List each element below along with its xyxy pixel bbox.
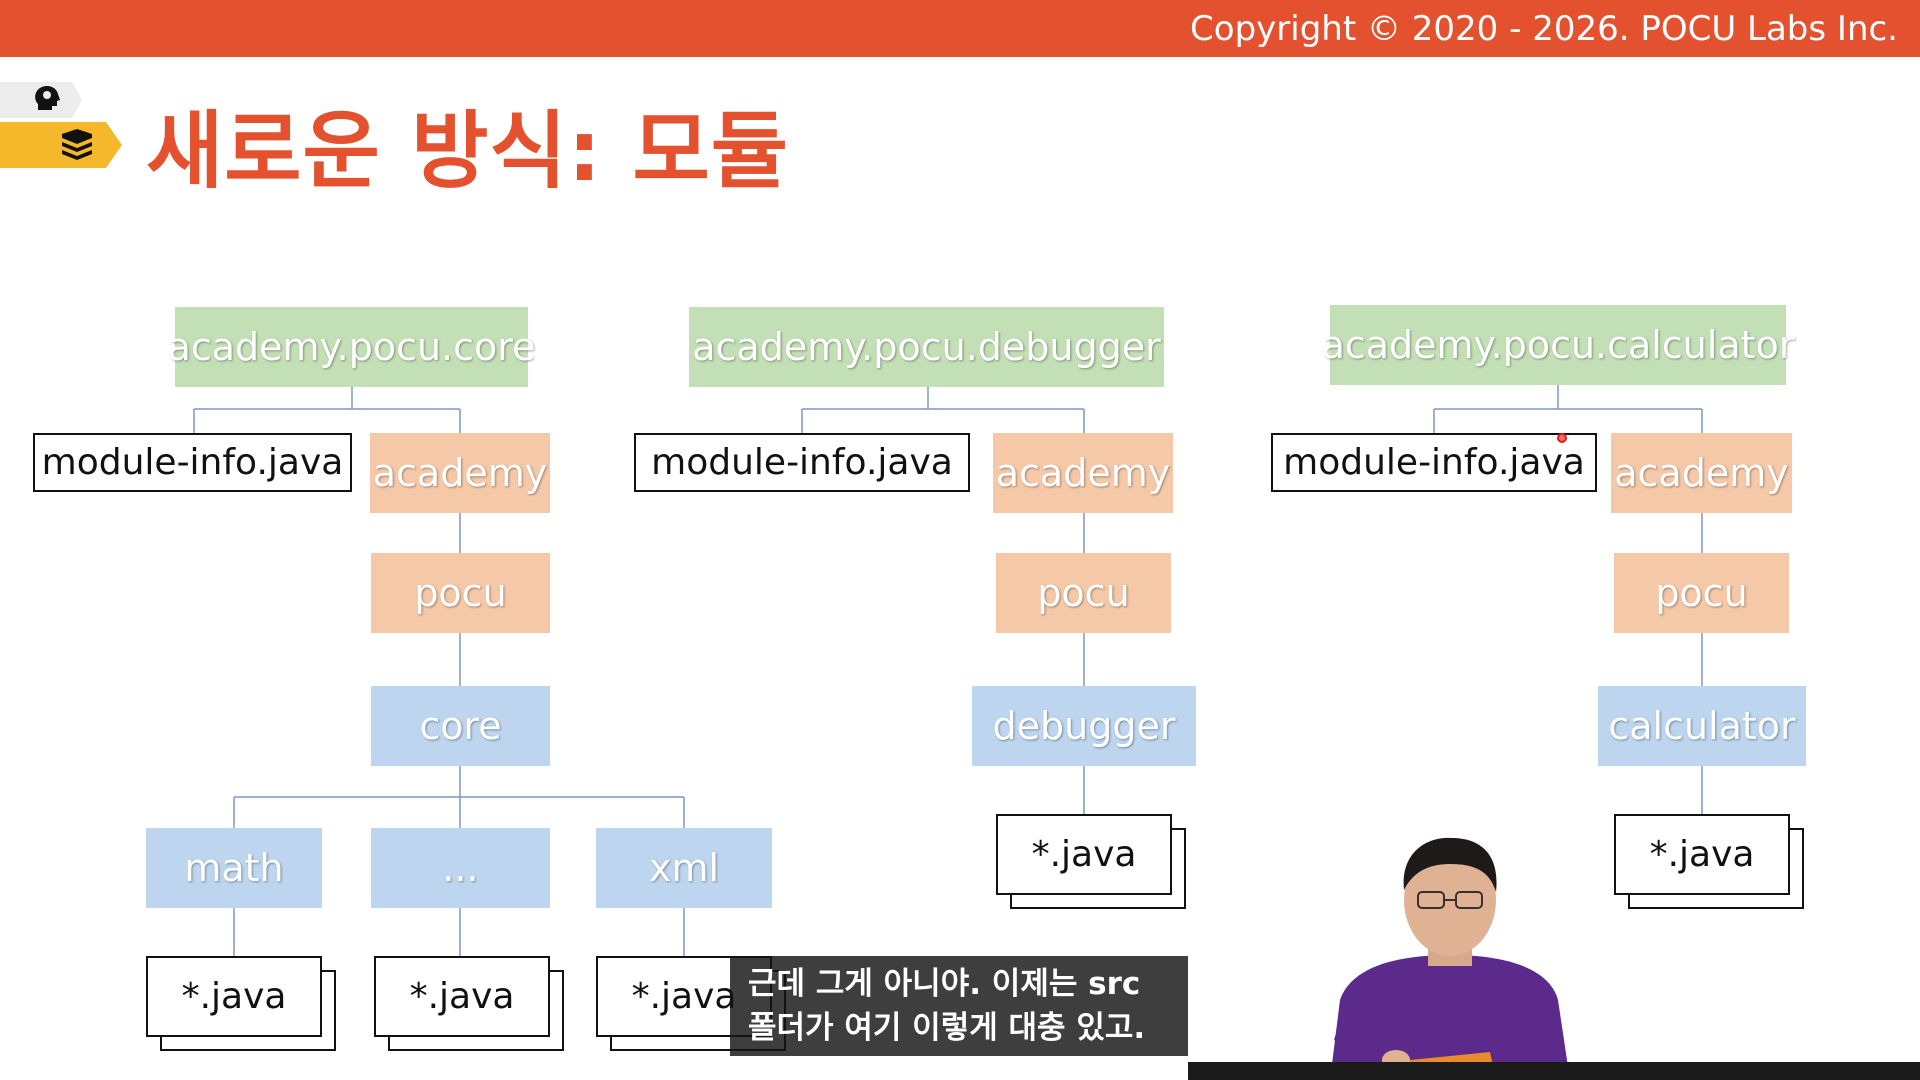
video-subtitle: 근데 그게 아니야. 이제는 src 폴더가 여기 이렇게 대충 있고. [730,956,1188,1056]
module-info-debugger: module-info.java [634,433,970,492]
subtitle-line-1: 근데 그게 아니야. 이제는 src [748,966,1141,1002]
java-files-calculator: *.java [1614,814,1790,895]
slide-title: 새로운 방식: 모듈 [146,102,790,200]
subtitle-line-2: 폴더가 여기 이렇게 대충 있고. [748,1010,1146,1046]
desk-edge [1188,1062,1920,1080]
package-pocu-calculator: pocu [1614,553,1789,633]
book-stack-icon [62,129,92,160]
package-academy-calculator: academy [1611,433,1792,513]
package-calculator: calculator [1598,686,1806,766]
package-core: core [371,686,550,766]
tab-marker-yellow [0,122,122,168]
java-files-ellipsis: *.java [374,956,550,1037]
module-info-calculator: module-info.java [1271,433,1597,492]
package-pocu-debugger: pocu [996,553,1171,633]
package-math: math [146,828,322,908]
package-debugger: debugger [972,686,1196,766]
copyright-text: Copyright © 2020 - 2026. POCU Labs Inc. [1190,9,1898,49]
package-academy-core: academy [370,433,550,513]
module-core: academy.pocu.core [168,307,535,387]
java-files-math: *.java [146,956,322,1037]
package-xml: xml [596,828,772,908]
module-info-core: module-info.java [33,433,352,492]
module-debugger: academy.pocu.debugger [689,307,1164,387]
package-pocu-core: pocu [371,553,550,633]
laser-pointer-dot [1557,433,1567,443]
package-academy-debugger: academy [993,433,1173,513]
package-ellipsis: ... [371,828,550,908]
presenter-figure [1330,837,1570,1080]
java-files-debugger: *.java [996,814,1172,895]
header-bar: Copyright © 2020 - 2026. POCU Labs Inc. [0,0,1920,57]
brain-head-icon [35,86,60,110]
module-calculator: academy.pocu.calculator [1322,305,1794,385]
